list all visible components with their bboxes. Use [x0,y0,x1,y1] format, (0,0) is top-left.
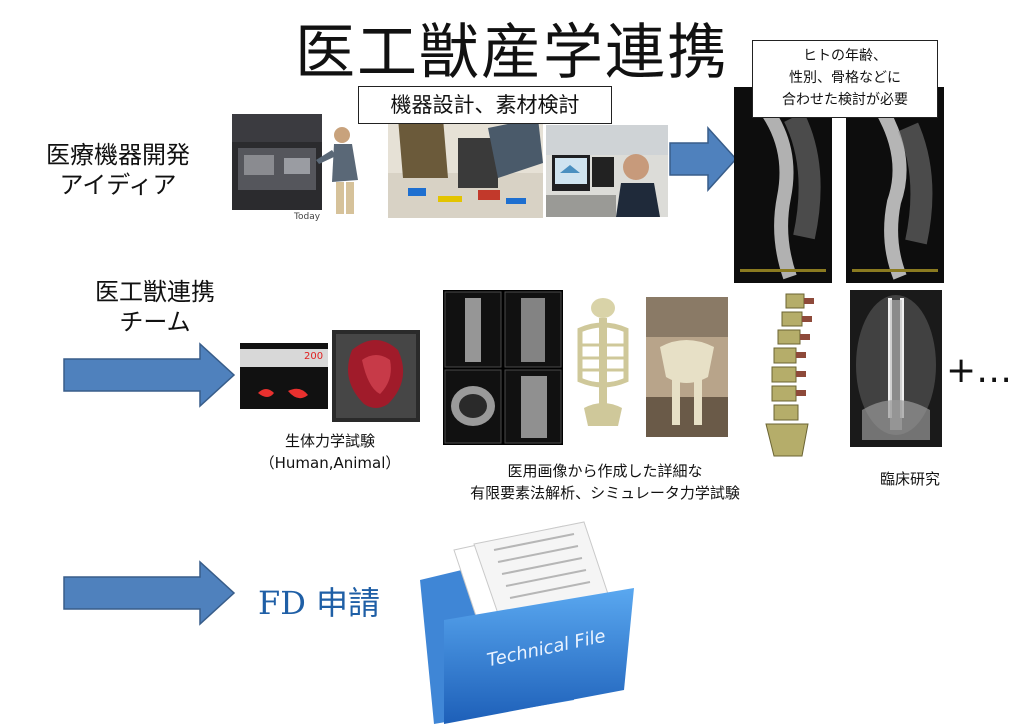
arrow-row2 [63,342,236,408]
xray-note-callout: ヒトの年齢、 性別、骨格などに 合わせた検討が必要 [752,40,938,118]
workbench-photo [388,118,543,218]
plus-more: +… [946,350,1013,391]
device-idea-label-line2: アイディア [59,171,177,199]
organ-photo [332,330,420,422]
arrow-to-xray [669,126,738,192]
xray-lateral-1 [734,87,832,283]
team-label: 医工獣連携 チーム [60,277,250,337]
design-materials-callout: 機器設計、素材検討 [358,86,612,124]
xray-note-line1: ヒトの年齢、 [803,48,887,64]
printer-caption: Today [294,212,321,222]
biomechanics-caption: 生体力学試験 （Human,Animal） [230,430,430,474]
ruler-text: 200 [304,351,324,362]
fe-spine-model [752,290,832,460]
engineer-computer-photo [546,125,668,217]
fd-kanji: 申請 [316,584,381,622]
arrow-row3 [63,560,236,626]
ct-grid [443,290,563,445]
fd-latin: FD [258,584,306,622]
device-idea-label-line1: 医療機器開発 [46,141,190,169]
fea-caption: 医用画像から作成した詳細な 有限要素法解析、シミュレータ力学試験 [440,460,770,504]
tissue-sample-photo: 200 [240,343,328,409]
page-title: 医工獣産学連携 [295,18,729,88]
fea-caption-line2: 有限要素法解析、シミュレータ力学試験 [470,484,740,502]
fea-caption-line1: 医用画像から作成した詳細な [507,462,703,480]
technical-file-folder-icon: Technical File [414,520,644,724]
biomechanics-caption-line1: 生体力学試験 [284,432,375,450]
clinical-xray [850,290,942,447]
team-label-line1: 医工獣連携 [95,278,215,306]
fd-application: FD 申請 [258,578,380,624]
lab-pelvis-photo [646,297,728,437]
xray-note-line2: 性別、骨格などに [789,70,901,86]
device-idea-label: 医療機器開発 アイディア [18,140,218,200]
biomechanics-caption-line2: （Human,Animal） [259,454,401,472]
xray-note-line3: 合わせた検討が必要 [782,92,908,108]
clinical-caption: 臨床研究 [879,470,940,488]
skeleton-model [568,290,638,440]
3d-printer-photo: Today [224,100,384,225]
xray-lateral-2 [846,87,944,283]
team-label-line2: チーム [119,308,191,336]
